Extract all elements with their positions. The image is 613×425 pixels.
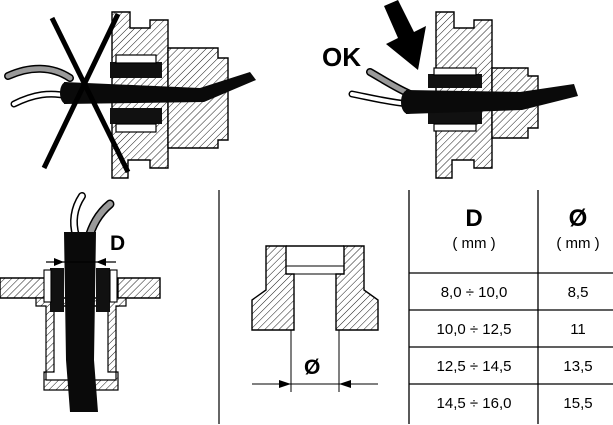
bushing-left-half [251, 245, 295, 331]
wrong-installation-figure [4, 11, 256, 179]
table-cell-d: 12,5 ÷ 14,5 [437, 358, 512, 375]
table-cell-diameter: 15,5 [563, 395, 592, 412]
cable [406, 84, 578, 114]
table-header-diameter: Ø [569, 205, 588, 232]
seal-insert-top [428, 74, 482, 88]
d-label: D [110, 232, 125, 255]
cable [64, 72, 256, 104]
ok-label: OK [322, 42, 361, 72]
table-header-diameter-unit: ( mm ) [556, 235, 599, 252]
table-cell-diameter: 13,5 [563, 358, 592, 375]
table-header-d: D [465, 205, 482, 232]
table-cell-diameter: 11 [570, 321, 586, 338]
correct-installation-figure: OK [322, 0, 578, 179]
seal-insert-right [96, 268, 110, 312]
seal-insert-top [110, 62, 162, 78]
seal-insert-bottom [110, 108, 162, 124]
cable [64, 232, 98, 412]
table-cell-d: 10,0 ÷ 12,5 [437, 321, 512, 338]
size-table: D ( mm ) Ø ( mm ) 8,0 ÷ 10,0 8,5 10,0 ÷ … [408, 190, 613, 424]
table-header-d-unit: ( mm ) [452, 235, 495, 252]
diameter-d-figure: D [0, 192, 161, 412]
seal-insert-left [50, 268, 64, 312]
table-cell-d: 8,0 ÷ 10,0 [441, 284, 508, 301]
table-cell-diameter: 8,5 [568, 284, 589, 301]
cross-out-mark [49, 16, 131, 174]
push-arrow [384, 0, 426, 70]
bushing-figure: Ø [251, 245, 379, 392]
table-cell-d: 14,5 ÷ 16,0 [437, 395, 512, 412]
diameter-label: Ø [304, 356, 320, 379]
bushing-right-half [335, 245, 379, 331]
seal-insert-bottom [428, 110, 482, 124]
